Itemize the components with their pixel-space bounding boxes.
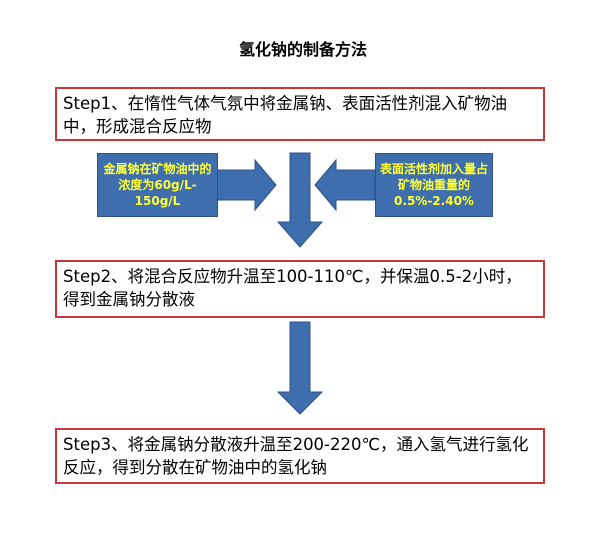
concentration-note: 金属钠在矿物油中的浓度为60g/L-150g/L (97, 153, 218, 217)
diagram-title: 氢化钠的制备方法 (238, 40, 367, 59)
step2-box: Step2、将混合反应物升温至100-110℃，并保温0.5-2小时，得到金属钠… (55, 260, 545, 318)
left-arrow-head (216, 158, 277, 212)
down-arrow-2 (276, 321, 324, 415)
step1-box: Step1、在惰性气体气氛中将金属钠、表面活性剂混入矿物油中，形成混合反应物 (55, 87, 545, 141)
step3-box: Step3、将金属钠分散液升温至200-220℃，通入氢气进行氢化反应，得到分散… (55, 428, 545, 484)
down-arrow-1 (276, 152, 324, 248)
right-arrow-head (314, 158, 376, 212)
surfactant-note: 表面活性剂加入量占矿物油重量的0.5%-2.40% (375, 153, 493, 217)
